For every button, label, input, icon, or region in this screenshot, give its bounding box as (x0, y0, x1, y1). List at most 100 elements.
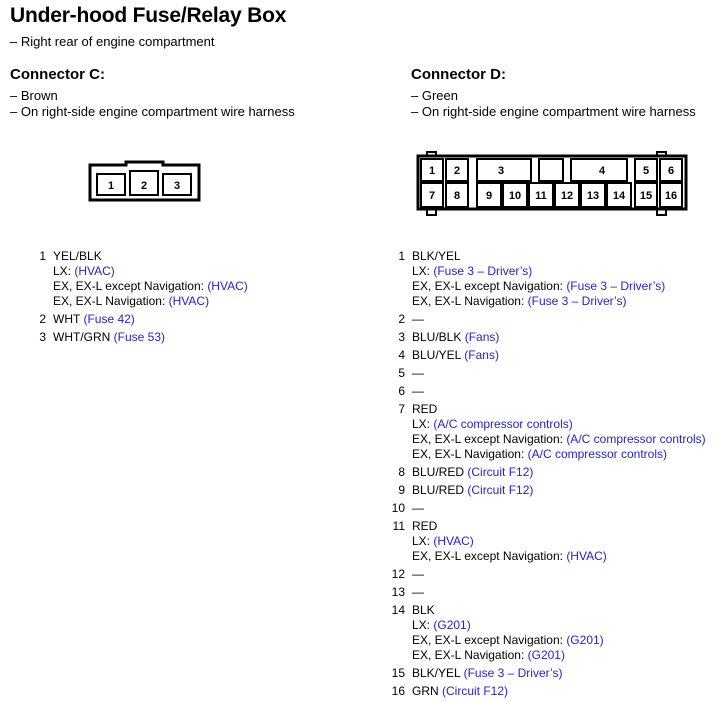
pin-number: 9 (398, 483, 405, 497)
circuit-link[interactable]: (Fuse 53) (113, 330, 166, 344)
pin-variant: EX, EX-L except Navigation: (HVAC) (412, 549, 607, 564)
connector-d-location: – On right-side engine compartment wire … (411, 104, 696, 119)
pin-variant: EX, EX-L Navigation: (HVAC) (53, 294, 209, 309)
wire-color: WHT (53, 312, 81, 326)
connector-c-color: – Brown (10, 88, 58, 103)
connector-d-cavity-13: 13 (587, 190, 599, 202)
circuit-link[interactable]: (HVAC) (168, 294, 210, 308)
connector-c-title: Connector C: (10, 66, 105, 83)
pin-variant: LX: (HVAC) (53, 264, 115, 279)
pin-main: — (412, 384, 424, 399)
wire-color: — (412, 501, 424, 515)
pin-main: — (412, 501, 424, 516)
connector-c-location: – On right-side engine compartment wire … (10, 104, 295, 119)
circuit-link[interactable]: (G201) (527, 648, 565, 662)
pin-number: 8 (398, 465, 405, 479)
wire-color: GRN (412, 684, 439, 698)
wire-color: BLU/BLK (412, 330, 462, 344)
connector-d-title: Connector D: (411, 66, 506, 83)
circuit-link[interactable]: (Fuse 3 – Driver’s) (433, 264, 533, 278)
pin-entry: 16 GRN (Circuit F12) (385, 684, 719, 702)
circuit-link[interactable]: (Fuse 42) (83, 312, 135, 326)
circuit-link[interactable]: (A/C compressor controls) (433, 417, 573, 431)
wire-color: RED (412, 402, 438, 416)
connector-d-cavity-7: 7 (429, 190, 435, 202)
circuit-link[interactable]: (Circuit F12) (442, 684, 509, 698)
pin-variant-row: LX: (A/C compressor controls) (385, 417, 719, 432)
wire-color: BLK (412, 603, 435, 617)
circuit-link[interactable]: (Fans) (464, 330, 500, 344)
circuit-link[interactable]: (A/C compressor controls) (566, 432, 706, 446)
pin-row: 10 — (385, 501, 719, 516)
connector-d-cavity-14: 14 (613, 190, 626, 202)
pin-number: 2 (39, 312, 46, 326)
connector-c-cavity-1: 1 (108, 180, 114, 192)
connector-d-cavity-4: 4 (599, 165, 606, 177)
circuit-link[interactable]: (HVAC) (74, 264, 115, 278)
pin-variant: LX: (HVAC) (412, 534, 474, 549)
wire-color: BLK/YEL (412, 249, 461, 263)
pin-number: 6 (398, 384, 405, 398)
variant-label: EX, EX-L Navigation: (412, 294, 528, 308)
circuit-link[interactable]: (Circuit F12) (467, 483, 534, 497)
circuit-link[interactable]: (Circuit F12) (467, 465, 534, 479)
pin-variant-row: LX: (HVAC) (385, 534, 719, 549)
pin-variant: EX, EX-L except Navigation: (HVAC) (53, 279, 248, 294)
connector-d-cavity-9: 9 (486, 190, 492, 202)
circuit-link[interactable]: (G201) (433, 618, 471, 632)
circuit-link[interactable]: (Fuse 3 – Driver’s) (463, 666, 563, 680)
pin-variant-row: EX, EX-L except Navigation: (HVAC) (26, 279, 356, 294)
wire-color: YEL/BLK (53, 249, 102, 263)
pin-variant-row: EX, EX-L except Navigation: (HVAC) (385, 549, 719, 564)
wire-color: — (412, 585, 424, 599)
wire-color: BLU/RED (412, 465, 465, 479)
pin-main: — (412, 312, 424, 327)
pin-variant-row: EX, EX-L except Navigation: (A/C compres… (385, 432, 719, 447)
pin-variant: LX: (A/C compressor controls) (412, 417, 573, 432)
circuit-link[interactable]: (HVAC) (566, 549, 607, 563)
circuit-link[interactable]: (HVAC) (433, 534, 474, 548)
pin-row: 8 BLU/RED (Circuit F12) (385, 465, 719, 480)
connector-d-cavity-6: 6 (668, 165, 674, 177)
pin-variant: LX: (G201) (412, 618, 471, 633)
circuit-link[interactable]: (A/C compressor controls) (527, 447, 667, 461)
pin-number: 14 (391, 603, 405, 617)
circuit-link[interactable]: (Fans) (464, 348, 499, 362)
pin-variant: LX: (Fuse 3 – Driver’s) (412, 264, 532, 279)
variant-label: EX, EX-L except Navigation: (412, 432, 567, 446)
circuit-link[interactable]: (G201) (566, 633, 604, 647)
pin-main: — (412, 567, 424, 582)
pin-number: 2 (398, 312, 405, 326)
pin-row: 14 BLK (385, 603, 719, 618)
pin-number: 16 (391, 684, 405, 698)
pin-main: GRN (Circuit F12) (412, 684, 508, 699)
circuit-link[interactable]: (HVAC) (207, 279, 248, 293)
connector-d-cavity-16: 16 (665, 190, 677, 202)
pin-entry: 12 — (385, 567, 719, 585)
pin-main: BLU/RED (Circuit F12) (412, 465, 533, 480)
pin-number: 12 (391, 567, 405, 581)
pin-entry: 2 WHT (Fuse 42) (26, 312, 356, 330)
pin-variant: EX, EX-L Navigation: (Fuse 3 – Driver’s) (412, 294, 627, 309)
circuit-link[interactable]: (Fuse 3 – Driver’s) (527, 294, 627, 308)
wire-color: BLU/YEL (412, 348, 461, 362)
variant-label: LX: (412, 534, 434, 548)
pin-row: 2 WHT (Fuse 42) (26, 312, 356, 327)
pin-row: 1 YEL/BLK (26, 249, 356, 264)
pin-main: BLK/YEL (412, 249, 461, 264)
pin-number: 1 (39, 249, 46, 263)
connector-d-cavity-12: 12 (561, 190, 573, 202)
pin-row: 5— (385, 366, 719, 381)
pin-number: 11 (392, 519, 405, 533)
circuit-link[interactable]: (Fuse 3 – Driver’s) (566, 279, 666, 293)
pin-number: 1 (398, 249, 405, 263)
pin-number: 10 (391, 501, 405, 515)
pin-main: BLK/YEL (Fuse 3 – Driver’s) (412, 666, 563, 681)
wire-color: — (412, 384, 424, 398)
